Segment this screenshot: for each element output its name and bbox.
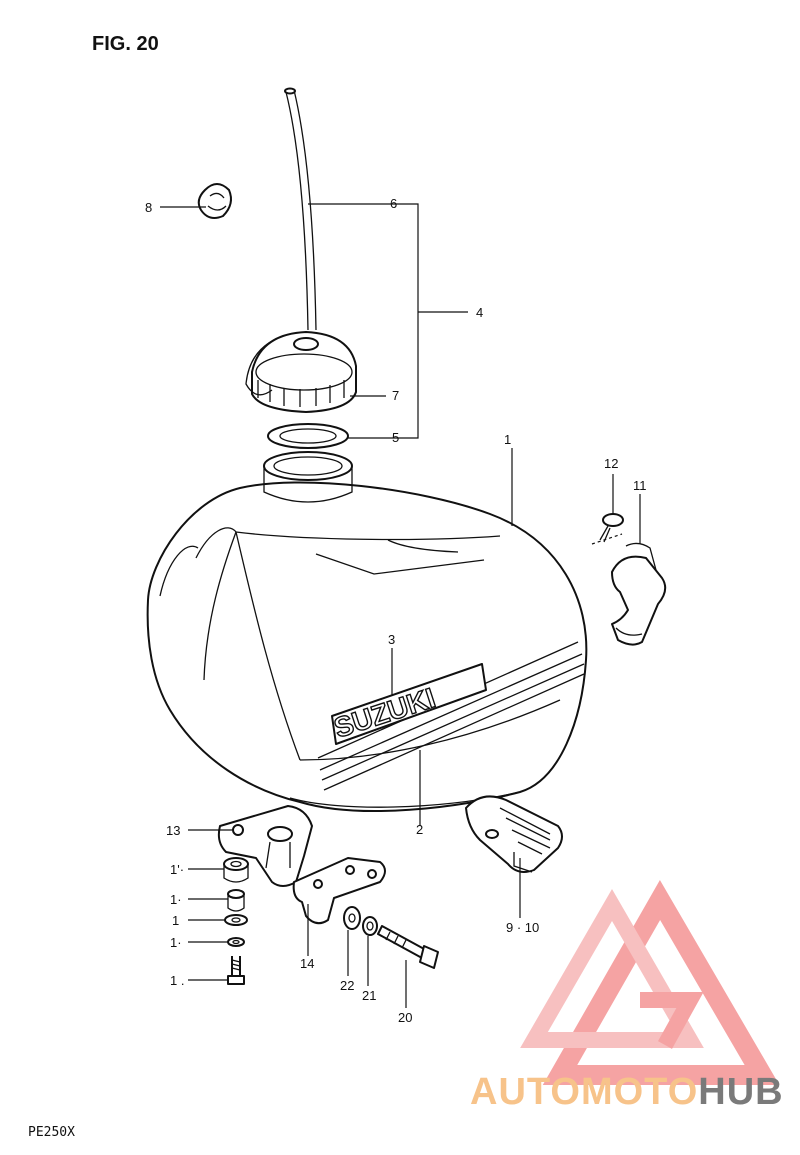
watermark-text-part1: AUTOMOTO [470,1071,698,1113]
callout-14: 14 [300,956,314,971]
callout-17: 1 [172,913,179,928]
callout-12: 12 [604,456,618,471]
callout-16: 1· [170,892,182,907]
callout-11: 11 [633,478,647,493]
callout-8: 8 [145,200,152,215]
callout-22: 22 [340,978,354,993]
callout-15: 1'· [170,862,184,877]
bracket-screw [591,513,624,545]
model-code: PE250X [28,1125,75,1140]
callout-9-10: 9 · 10 [506,920,539,935]
mounting-plate-front [217,805,313,887]
bolt-20 [377,925,439,969]
rear-bracket [611,542,667,646]
callout-21: 21 [362,988,376,1003]
callout-5: 5 [392,430,399,445]
fuel-tank [146,451,588,812]
callout-19: 1 . [170,973,184,988]
bolt-left [227,956,245,985]
callout-3: 3 [388,632,395,647]
watermark-logo [520,879,780,1085]
mounting-plate-rear [292,857,386,925]
fuel-cap [245,331,357,413]
leader-lines [160,203,641,1008]
callout-4: 4 [476,305,483,320]
callout-20: 20 [398,1010,412,1025]
grommet [223,857,249,883]
callout-labels: 1 2 3 4 5 6 7 8 9 · 10 11 12 13 14 1'· 1… [145,196,647,1025]
watermark-text: AUTOMOTOHUB [470,1071,784,1113]
figure-title: FIG. 20 [92,33,159,55]
callout-1: 1 [504,432,511,447]
cap-gasket [267,423,349,449]
breather-hose [284,87,317,331]
lock-washer-left [227,937,245,947]
callout-2: 2 [416,822,423,837]
collar [227,889,245,912]
washer-left [224,914,248,926]
watermark-text-part2: HUB [698,1071,783,1113]
washer-22 [343,906,361,930]
callout-7: 7 [392,388,399,403]
tank-cushion [465,795,563,873]
callout-13: 13 [166,823,180,838]
lock-washer-21 [362,916,378,936]
callout-6: 6 [390,196,397,211]
callout-18: 1· [170,935,182,950]
hose-clip [197,183,232,219]
